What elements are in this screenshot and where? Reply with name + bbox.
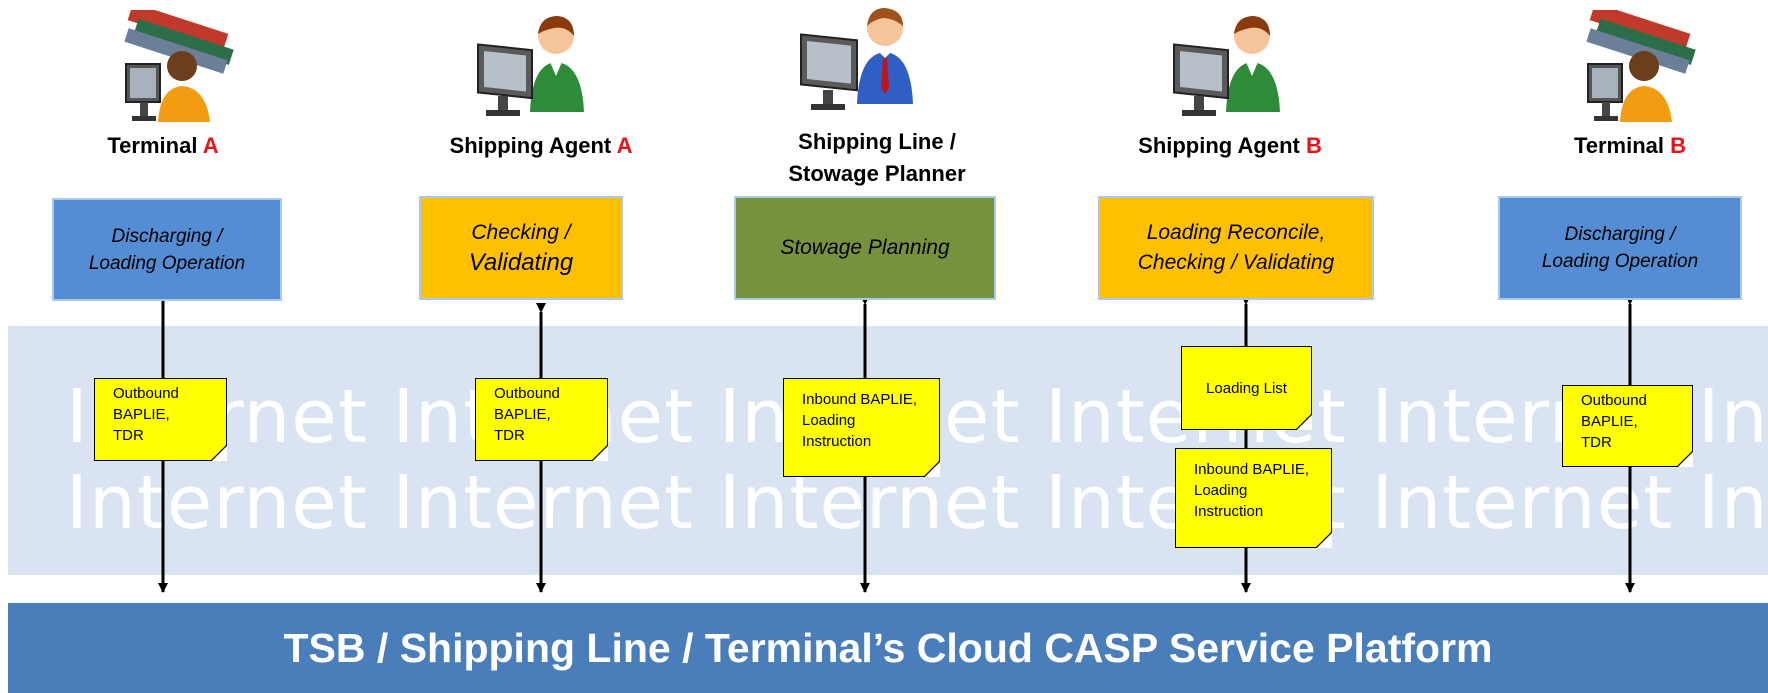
actor-name-text: Shipping Agent	[1138, 133, 1306, 158]
note-line: Loading List	[1206, 379, 1287, 397]
note-outbound-baplie-tdr: Outbound BAPLIE, TDR	[94, 378, 227, 461]
actor-name-line-1: Shipping Line /	[798, 129, 956, 154]
role-label-line-2: Validating	[468, 249, 574, 276]
note-inbound-baplie-loading-instruction: Inbound BAPLIE, Loading Instruction	[1175, 448, 1332, 548]
role-discharging-loading-b: Discharging / Loading Operation	[1498, 196, 1742, 300]
role-stowage-planning: Stowage Planning	[734, 196, 996, 300]
note-line: TDR	[494, 427, 525, 444]
actor-shipping-line: Shipping Line / Stowage Planner	[745, 126, 1009, 190]
internet-band: Internet Internet Internet Internet Inte…	[8, 326, 1768, 575]
actor-name-text: Terminal	[107, 133, 203, 158]
actor-suffix: B	[1670, 133, 1687, 158]
actor-name-line-2: Stowage Planner	[788, 161, 966, 186]
note-inbound-baplie-loading-instruction: Inbound BAPLIE, Loading Instruction	[783, 378, 940, 477]
note-line: BAPLIE,	[113, 406, 170, 423]
note-outbound-baplie-tdr: Outbound BAPLIE, TDR	[1562, 385, 1693, 467]
actor-terminal-a: Terminal A	[63, 130, 263, 162]
actor-suffix: B	[1305, 133, 1322, 158]
planner-computer-icon	[800, 8, 913, 110]
note-line: Outbound	[1581, 392, 1647, 409]
terminal-operator-icon	[1586, 10, 1696, 122]
agent-computer-icon	[1173, 16, 1280, 116]
note-line: TDR	[113, 427, 144, 444]
role-discharging-loading-a: Discharging / Loading Operation	[52, 198, 282, 301]
terminal-operator-icon	[124, 10, 234, 122]
agent-computer-icon	[477, 16, 584, 116]
note-line: Loading	[1194, 482, 1248, 499]
note-line: TDR	[1581, 434, 1612, 451]
actor-terminal-b: Terminal B	[1530, 130, 1730, 162]
role-label: Stowage Planning	[780, 236, 950, 259]
actor-suffix: A	[616, 133, 633, 158]
note-line: Loading	[802, 412, 856, 429]
role-checking-validating-a: Checking / Validating	[419, 196, 623, 300]
role-label-line-1: Loading Reconcile,	[1146, 221, 1326, 244]
role-label-line-2: Checking / Validating	[1137, 251, 1335, 274]
note-line: BAPLIE,	[494, 406, 551, 423]
note-loading-list: Loading List	[1181, 346, 1312, 430]
actor-suffix: A	[202, 133, 219, 158]
note-line: Inbound BAPLIE,	[802, 391, 918, 408]
actor-shipping-agent-b: Shipping Agent B	[1100, 130, 1360, 162]
note-line: BAPLIE,	[1581, 413, 1638, 430]
note-line: Outbound	[113, 385, 179, 402]
note-line: Instruction	[802, 433, 872, 450]
role-label-line-1: Checking /	[471, 221, 571, 244]
note-outbound-baplie-tdr: Outbound BAPLIE, TDR	[475, 378, 608, 461]
actor-name-text: Shipping Agent	[449, 133, 617, 158]
actor-name-text: Terminal	[1573, 133, 1671, 158]
role-label: Discharging / Loading Operation	[1541, 224, 1699, 272]
note-line: Inbound BAPLIE,	[1194, 461, 1310, 478]
role-label: Discharging / Loading Operation	[88, 225, 246, 274]
note-line: Outbound	[494, 385, 560, 402]
cloud-platform-bar: TSB / Shipping Line / Terminal’s Cloud C…	[8, 603, 1768, 693]
actor-shipping-agent-a: Shipping Agent A	[411, 130, 671, 162]
role-loading-reconcile: Loading Reconcile, Checking / Validating	[1098, 196, 1374, 300]
note-line: Instruction	[1194, 503, 1264, 520]
